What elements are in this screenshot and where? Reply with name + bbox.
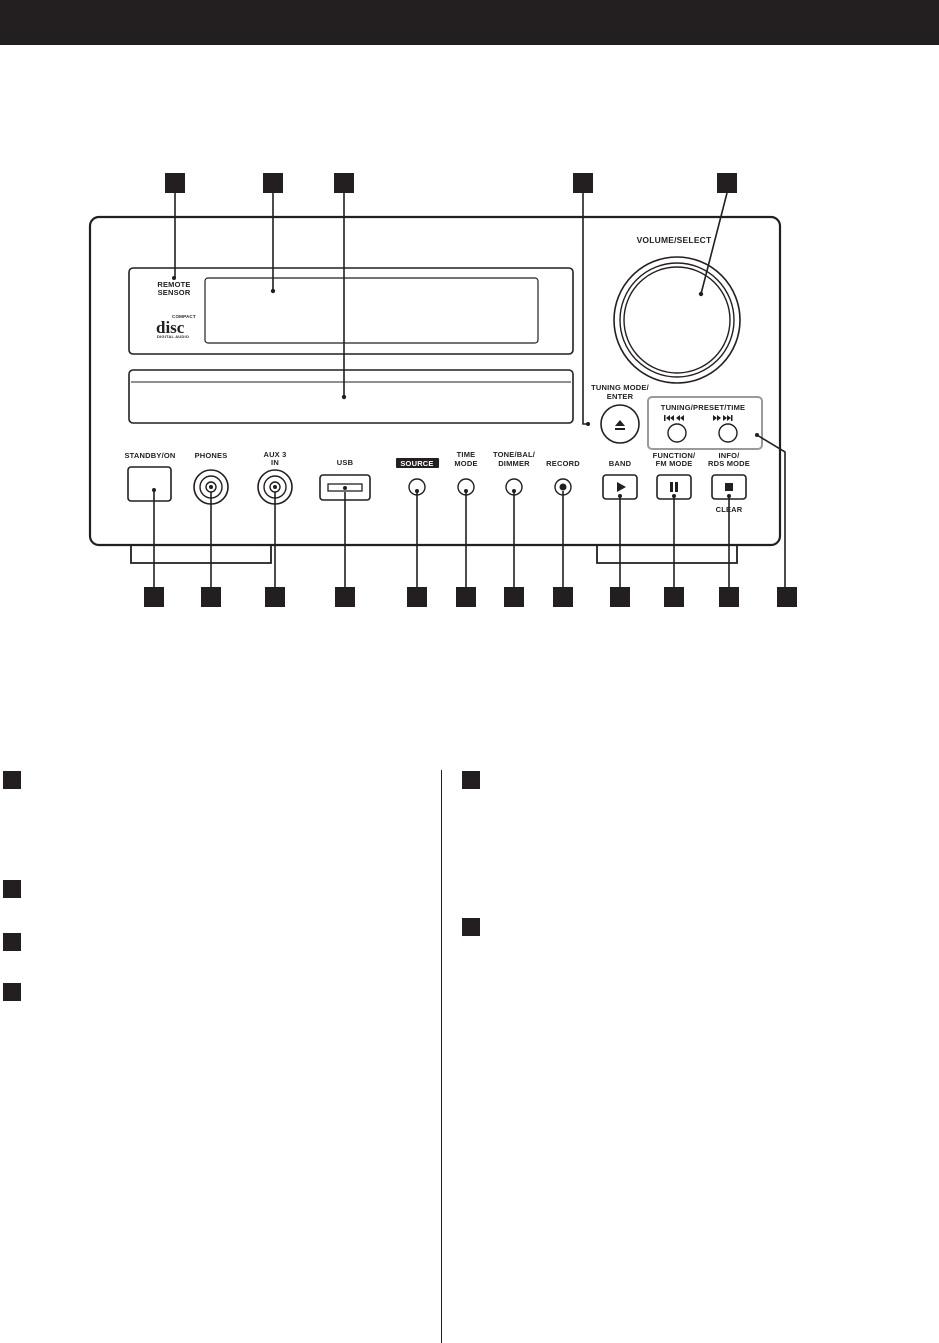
desc-marker — [3, 933, 21, 951]
time-mode-label: TIME — [457, 450, 476, 459]
band-label: BAND — [609, 459, 632, 468]
record-dot — [559, 483, 567, 491]
volume-select-label: VOLUME/SELECT — [637, 235, 712, 245]
cd-logo-top: COMPACT — [172, 314, 196, 319]
aux-label: IN — [271, 458, 279, 467]
tone-bal-label: TONE/BAL/ — [493, 450, 536, 459]
unit-body — [88, 215, 782, 564]
callout-marker — [263, 173, 283, 193]
standby-on-label: STANDBY/ON — [124, 451, 175, 460]
desc-marker — [3, 880, 21, 898]
desc-marker — [462, 771, 480, 789]
desc-marker — [3, 771, 21, 789]
leader-lines — [153, 192, 786, 590]
tone-bal-label: DIMMER — [498, 459, 530, 468]
pause-icon — [670, 482, 678, 492]
clear-label: CLEAR — [716, 505, 743, 514]
source-label: SOURCE — [400, 459, 433, 468]
source-label-bg — [396, 458, 439, 468]
desc-marker — [3, 983, 21, 1001]
record-label: RECORD — [546, 459, 580, 468]
stop-icon — [725, 483, 733, 491]
cd-logo-bottom: DIGITAL AUDIO — [157, 334, 189, 339]
info-label: INFO/ — [719, 451, 741, 460]
callout-marker — [144, 587, 164, 607]
remote-sensor-label: REMOTE — [157, 280, 190, 289]
callout-markers-bottom — [144, 587, 797, 607]
header-bar — [0, 0, 939, 45]
skip-forward-icon — [713, 415, 733, 421]
callout-marker — [335, 587, 355, 607]
tuning-preset-label: TUNING/PRESET/TIME — [661, 403, 745, 412]
tuning-mode-label: TUNING MODE/ — [591, 383, 650, 392]
info-label: RDS MODE — [708, 459, 750, 468]
cd-logo: COMPACT disc DIGITAL AUDIO — [156, 314, 196, 339]
callout-marker — [717, 173, 737, 193]
aux-label: AUX 3 — [263, 450, 286, 459]
callout-marker — [777, 587, 797, 607]
usb-label: USB — [337, 458, 354, 467]
cd-logo-main: disc — [156, 318, 185, 337]
callout-marker — [719, 587, 739, 607]
function-label: FM MODE — [656, 459, 693, 468]
panel-labels: REMOTE SENSOR COMPACT disc DIGITAL AUDIO… — [124, 235, 750, 514]
callout-marker — [265, 587, 285, 607]
time-mode-label: MODE — [454, 459, 477, 468]
callout-markers-top — [165, 173, 737, 193]
callout-marker — [610, 587, 630, 607]
skip-back-icon — [664, 415, 684, 421]
function-label: FUNCTION/ — [653, 451, 696, 460]
callout-marker — [407, 587, 427, 607]
phones-label: PHONES — [195, 451, 228, 460]
callout-marker — [334, 173, 354, 193]
tuning-mode-label: ENTER — [607, 392, 634, 401]
callout-marker — [573, 173, 593, 193]
callout-marker — [165, 173, 185, 193]
eject-icon — [615, 420, 625, 430]
callout-marker — [664, 587, 684, 607]
desc-marker — [462, 918, 480, 936]
remote-sensor-label: SENSOR — [158, 288, 191, 297]
callout-marker — [504, 587, 524, 607]
callout-marker — [553, 587, 573, 607]
column-divider — [441, 770, 442, 1343]
callout-marker — [456, 587, 476, 607]
callout-marker — [201, 587, 221, 607]
play-icon — [617, 482, 626, 492]
